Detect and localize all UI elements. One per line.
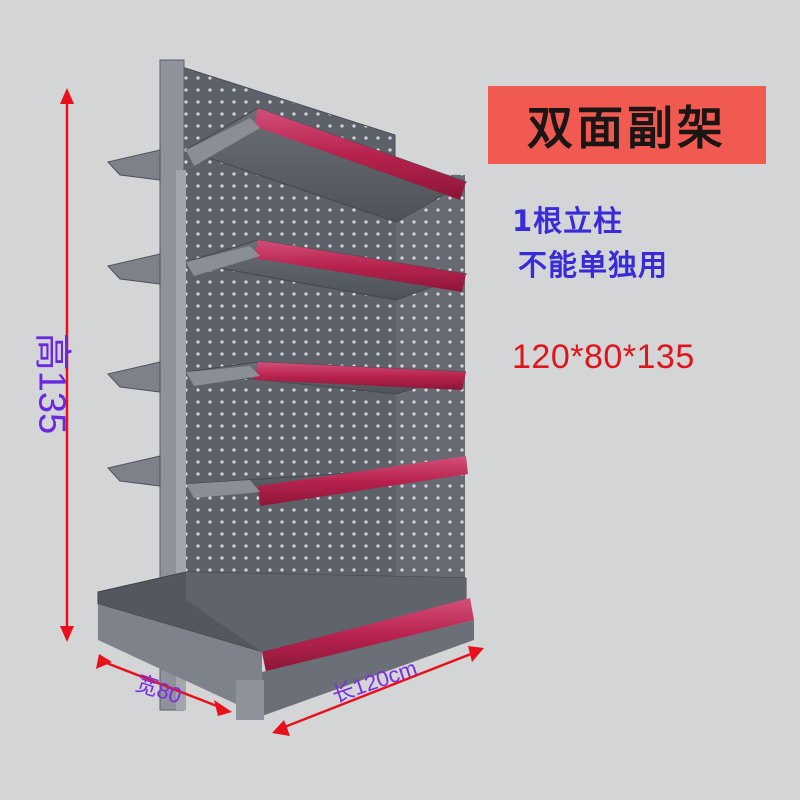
front-upright: [176, 170, 186, 710]
dimensions-text: 120*80*135: [512, 338, 695, 376]
back-side-brackets: [107, 149, 161, 487]
shelf-base: [97, 571, 474, 720]
upright-count-text: 1根立柱: [512, 204, 624, 238]
width-arrow: [96, 654, 232, 716]
title-banner: 双面副架: [488, 86, 766, 164]
height-arrow: [60, 88, 74, 642]
pegboard-lower: [180, 170, 465, 640]
shelf-4: [185, 456, 468, 506]
shelf-2: [185, 239, 468, 301]
shelf-1: [184, 107, 468, 223]
height-label: 高135: [30, 332, 73, 435]
shelf-3: [185, 361, 467, 395]
length-arrow: [272, 646, 484, 736]
title-text: 双面副架: [527, 101, 727, 155]
usage-note-text: 不能单独用: [518, 248, 669, 282]
